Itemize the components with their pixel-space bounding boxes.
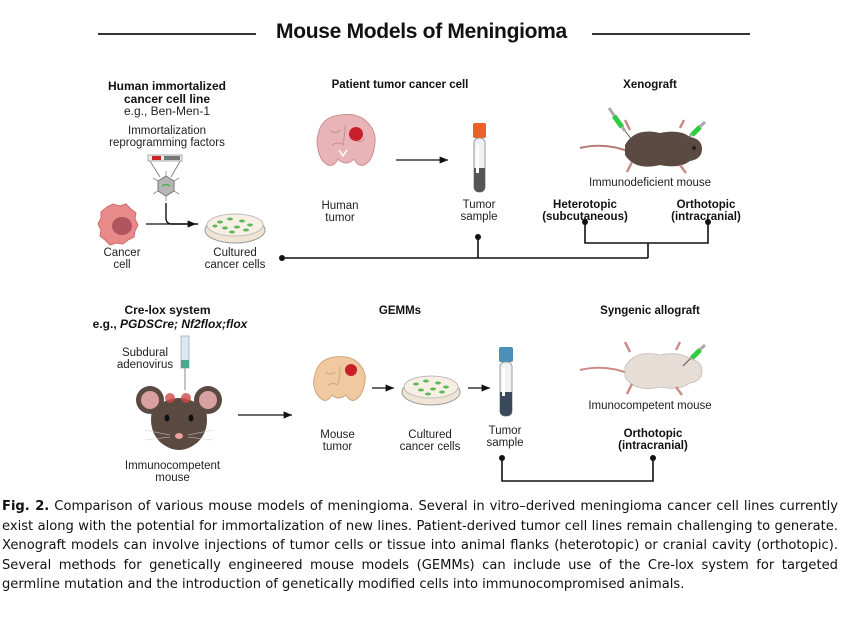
human-line-heading-1: Human immortalized	[107, 79, 227, 93]
tumor-sample-tube-blue	[499, 347, 513, 417]
title-rule-left	[98, 33, 256, 35]
orthotopic-xeno-line-2: (intracranial)	[671, 211, 741, 223]
title-rule-right	[592, 33, 750, 35]
syringe-right-icon	[682, 120, 707, 144]
crelox-example-genotype: PGDSCre; Nf2flox;flox	[119, 317, 248, 331]
mouse-tumor-label: Mouse tumor	[310, 429, 365, 453]
subdural-line-1: Subdural	[121, 347, 169, 359]
subdural-line-2: adenovirus	[116, 359, 174, 371]
crelox-heading: Cre-lox system	[124, 303, 211, 317]
orthotopic-xeno-label: Orthotopic (intracranial)	[656, 199, 756, 223]
caption-label: Fig. 2.	[2, 499, 50, 514]
tumor-sample-bottom-line-1: Tumor	[488, 425, 522, 437]
immunodeficient-mouse-label: Immunodeficient mouse	[588, 177, 712, 189]
immortalization-label: Immortalization reprogramming factors	[80, 125, 254, 149]
syringe-left-icon	[607, 107, 633, 141]
cancer-cell-label: Cancer cell	[92, 247, 152, 271]
human-tumor-line-1: Human	[321, 200, 359, 212]
figure-title-bar: Mouse Models of Meningioma	[0, 18, 843, 48]
cancer-cell-icon	[97, 203, 139, 246]
mouse-tumor-line-1: Mouse	[320, 429, 355, 441]
orthotopic-syngenic-line-2: (intracranial)	[618, 440, 688, 452]
immunocompetent-mouse-icon	[579, 341, 703, 396]
cancer-cell-line-1: Cancer	[103, 247, 141, 259]
heterotopic-line-2: (subcutaneous)	[542, 211, 628, 223]
human-tumor-line-2: tumor	[325, 212, 355, 224]
cultured-cells-label: Cultured cancer cells	[195, 247, 275, 271]
figure-title: Mouse Models of Meningioma	[276, 20, 567, 43]
orthotopic-syngenic-line-1: Orthotopic	[623, 428, 683, 440]
figure-caption: Fig. 2. Comparison of various mouse mode…	[2, 497, 838, 595]
tumor-sample-label-top: Tumor sample	[449, 199, 509, 223]
heterotopic-label: Heterotopic (subcutaneous)	[530, 199, 640, 223]
cancer-cell-line-2: cell	[113, 259, 131, 271]
human-line-heading: Human immortalized cancer cell line	[80, 80, 254, 106]
orthotopic-xeno-line-1: Orthotopic	[676, 199, 736, 211]
cultured-line-1: Cultured	[213, 247, 257, 259]
immunocompetent-line-2: mouse	[155, 472, 190, 484]
tumor-sample-top-line-2: sample	[460, 211, 498, 223]
crelox-example: e.g., PGDSCre; Nf2flox;flox	[70, 318, 270, 331]
gemm-cultured-line-2: cancer cells	[399, 441, 461, 453]
xenograft-heading: Xenograft	[623, 79, 677, 91]
top-connector-lines	[282, 222, 709, 259]
cre-lox-mouse-head-icon	[136, 335, 222, 450]
connector-dots-bottom	[499, 455, 656, 461]
caption-text: Comparison of various mouse models of me…	[2, 499, 838, 593]
syngenic-heading: Syngenic allograft	[600, 305, 700, 317]
heterotopic-line-1: Heterotopic	[553, 199, 617, 211]
vector-to-culture-arrow	[165, 203, 198, 225]
immunocompetent-label: Immunocompetent mouse	[115, 460, 230, 484]
viral-vector-icon	[147, 154, 183, 201]
patient-heading: Patient tumor cancer cell	[331, 79, 469, 91]
mouse-tumor-line-2: tumor	[322, 441, 353, 453]
orthotopic-syngenic-label: Orthotopic (intracranial)	[603, 428, 703, 452]
gemms-heading: GEMMs	[378, 305, 422, 317]
bottom-connector-lines	[501, 458, 654, 482]
human-line-example: e.g., Ben-Men-1	[123, 104, 211, 118]
gemm-cultured-label: Cultured cancer cells	[385, 429, 475, 453]
syringe-syngenic-icon	[682, 343, 707, 367]
gemm-cultured-line-1: Cultured	[408, 429, 452, 441]
gemm-petri-dish-icon	[401, 375, 461, 406]
human-tumor-label: Human tumor	[310, 200, 370, 224]
tumor-sample-label-bottom: Tumor sample	[475, 425, 535, 449]
mouse-brain-tumor-icon	[313, 356, 366, 401]
connector-dots-top	[279, 219, 711, 261]
cultured-line-2: cancer cells	[204, 259, 266, 271]
immunocompetent-line-1: Immunocompetent	[124, 460, 221, 472]
crelox-example-prefix: e.g.,	[92, 317, 120, 331]
tumor-sample-top-line-1: Tumor	[462, 199, 496, 211]
imunocompetent-mouse-label: Imunocompetent mouse	[588, 400, 712, 412]
human-brain-tumor-icon	[316, 113, 376, 166]
petri-dish-icon	[204, 213, 266, 244]
tumor-sample-tube-orange	[473, 123, 486, 193]
immortalization-line-1: Immortalization	[128, 125, 206, 137]
human-line-heading-2: cancer cell line	[123, 92, 211, 106]
immortalization-line-2: reprogramming factors	[109, 137, 225, 149]
subdural-label: Subdural adenovirus	[110, 347, 180, 371]
immunodeficient-mouse-icon	[579, 119, 702, 174]
tumor-sample-bottom-line-2: sample	[486, 437, 524, 449]
